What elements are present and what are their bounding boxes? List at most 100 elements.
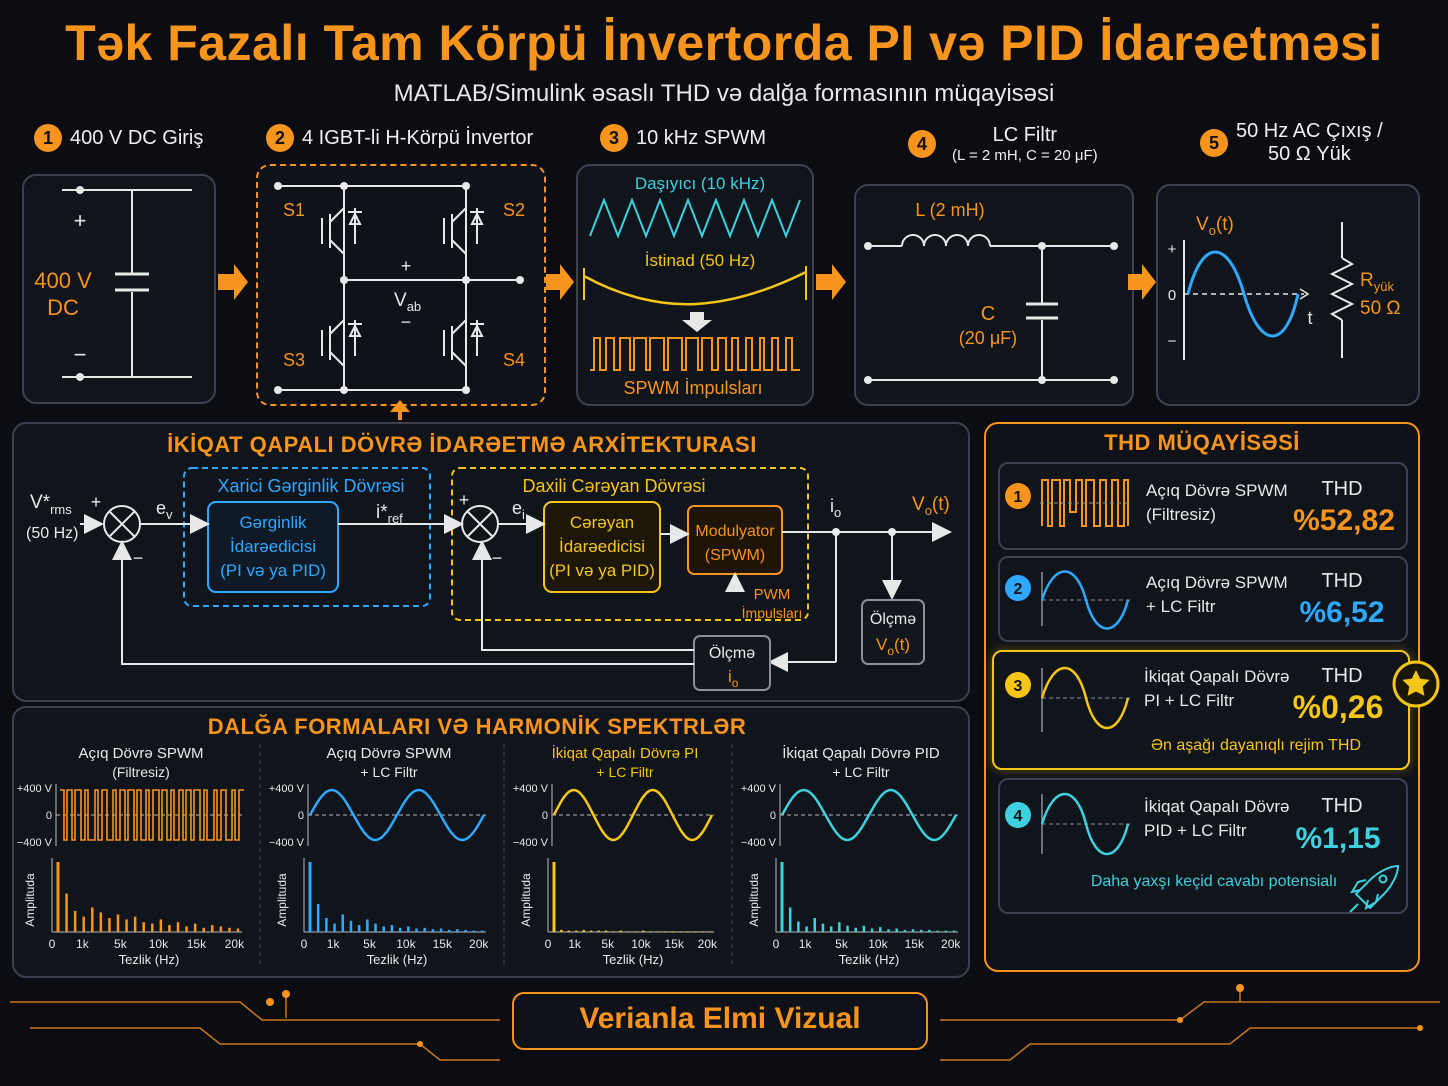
thd-card-1-number: 1 bbox=[1014, 489, 1023, 506]
outer-loop-label: Xarici Gərginlik Dövrəsi bbox=[217, 476, 404, 496]
sine-waveform bbox=[308, 788, 486, 842]
switch-label-s1: S1 bbox=[283, 200, 305, 220]
output-panel bbox=[1156, 184, 1420, 406]
inner-loop-label: Daxili Cərəyan Dövrəsi bbox=[522, 476, 705, 496]
x-tick-label: 20k bbox=[225, 937, 245, 951]
vab-plus: + bbox=[401, 256, 412, 276]
thd-card-2-line-1: Açıq Dövrə SPWM bbox=[1146, 573, 1288, 592]
dc-minus: − bbox=[74, 342, 87, 367]
spwm-pulses-label: SPWM İmpulsları bbox=[623, 378, 762, 398]
vref-frequency: (50 Hz) bbox=[26, 525, 78, 542]
dc-plus: + bbox=[74, 208, 87, 233]
step-label: 50 Hz AC Çıxış / bbox=[1236, 120, 1383, 142]
inner-loop-box bbox=[451, 467, 809, 621]
current-controller-line-1: Cərəyan bbox=[570, 513, 634, 532]
voltage-controller-block bbox=[207, 501, 339, 593]
reference-wave bbox=[583, 270, 807, 306]
igbt-s3 bbox=[321, 319, 362, 367]
voltage-measurement-label: Ölçmə bbox=[870, 610, 916, 628]
outer-loop-box bbox=[183, 467, 431, 607]
igbt-s4 bbox=[443, 319, 484, 367]
thd-card-3-label: THD bbox=[1321, 665, 1362, 687]
thd-card-3-note: Ən aşağı dayanıqlı rejim THD bbox=[1151, 737, 1361, 754]
y-tick-zero: 0 bbox=[770, 810, 776, 822]
output-vo-label: Vo(t) bbox=[1196, 214, 1234, 238]
voltage-controller-line-1: Gərginlik bbox=[239, 513, 307, 532]
step-number: 2 bbox=[266, 124, 294, 152]
flow-arrows bbox=[218, 264, 1156, 420]
y-tick-top: +400 V bbox=[513, 783, 549, 795]
thd-card-2-line-2: + LC Filtr bbox=[1146, 597, 1216, 616]
rocket-icon bbox=[1349, 864, 1400, 913]
output-zero: 0 bbox=[1168, 287, 1176, 304]
thd-card-1-line-2: (Filtresiz) bbox=[1146, 505, 1216, 524]
arrow-icon bbox=[1128, 264, 1156, 300]
step-label-2: 50 Ω Yük bbox=[1267, 143, 1351, 165]
vab-label: Vab bbox=[394, 290, 421, 314]
page-subtitle: MATLAB/Simulink əsaslı THD və dalğa form… bbox=[393, 80, 1055, 107]
y-tick-zero: 0 bbox=[46, 810, 52, 822]
switch-label-s4: S4 bbox=[503, 350, 525, 370]
amplitude-axis-label: Amplituda bbox=[275, 873, 289, 927]
thd-card-2-badge bbox=[1005, 575, 1031, 601]
x-tick-label: 20k bbox=[941, 937, 961, 951]
modulator-line-2: (SPWM) bbox=[705, 547, 765, 564]
arrow-icon bbox=[816, 264, 846, 300]
arrow-down-icon bbox=[682, 312, 712, 332]
reference-label: İstinad (50 Hz) bbox=[645, 251, 756, 270]
thd-card-4-value: %1,15 bbox=[1295, 822, 1380, 855]
voltage-controller-line-2: İdarəedicisi bbox=[230, 537, 316, 556]
inductor-icon bbox=[901, 234, 991, 247]
step-number: 1 bbox=[34, 124, 62, 152]
capacitor-value: (20 μF) bbox=[959, 328, 1017, 348]
pwm-label-line-2: İmpulsları bbox=[742, 604, 803, 621]
voltage-controller-line-3: (PI və ya PID) bbox=[220, 561, 326, 580]
hbridge-panel bbox=[256, 164, 546, 406]
dc-value: 400 V bbox=[34, 268, 92, 293]
thd-card-2-value: %6,52 bbox=[1299, 596, 1384, 629]
thd-card-4-badge bbox=[1005, 802, 1031, 828]
dc-unit: DC bbox=[47, 295, 79, 320]
carrier-wave bbox=[589, 197, 801, 239]
pwm-label-line-1: PWM bbox=[754, 586, 791, 603]
step-label: 400 V DC Giriş bbox=[70, 126, 204, 149]
outer-minus: − bbox=[133, 548, 144, 568]
x-axis-label: Tezlik (Hz) bbox=[603, 952, 664, 967]
thd-card-1-pwm-icon bbox=[1041, 479, 1129, 527]
x-tick-label: 5k bbox=[363, 937, 377, 951]
sine-waveform bbox=[552, 788, 714, 842]
igbt-s1 bbox=[321, 207, 362, 255]
arrow-icon bbox=[218, 264, 248, 300]
dc-node-top bbox=[76, 186, 84, 194]
switch-label-s2: S2 bbox=[503, 200, 525, 220]
x-axis-label: Tezlik (Hz) bbox=[119, 952, 180, 967]
x-tick-label: 1k bbox=[327, 937, 341, 951]
x-tick-label: 0 bbox=[545, 937, 552, 951]
footer-label: Verianla Elmi Vizual bbox=[579, 1002, 861, 1035]
x-axis-label: Tezlik (Hz) bbox=[367, 952, 428, 967]
waveform-panel-subtitle: + LC Filtr bbox=[832, 764, 890, 780]
x-tick-label: 5k bbox=[114, 937, 128, 951]
current-controller-block bbox=[543, 501, 661, 593]
waveform-panel-subtitle: + LC Filtr bbox=[360, 764, 418, 780]
thd-card-4-note: Daha yaxşı keçid cavabı potensialı bbox=[1091, 873, 1337, 890]
step-sublabel: (L = 2 mH, C = 20 μF) bbox=[952, 147, 1098, 164]
step-1-header: 1 400 V DC Giriş bbox=[34, 124, 203, 152]
output-minus: − bbox=[1168, 333, 1177, 350]
waveform-panel-title: Açıq Dövrə SPWM bbox=[78, 745, 203, 762]
voltage-measurement-signal: Vo(t) bbox=[876, 635, 910, 658]
thd-card-2-label: THD bbox=[1321, 570, 1362, 592]
hbridge-circuit bbox=[278, 185, 520, 391]
x-tick-label: 10k bbox=[149, 937, 169, 951]
current-measurement-label: Ölçmə bbox=[709, 644, 755, 662]
output-plus: + bbox=[1168, 241, 1177, 258]
voltage-measurement-block bbox=[861, 599, 925, 665]
lc-filter-panel bbox=[854, 184, 1134, 406]
thd-card-3-number: 3 bbox=[1014, 678, 1023, 695]
step-number: 3 bbox=[600, 124, 628, 152]
x-tick-label: 1k bbox=[799, 937, 813, 951]
thd-card-3-sine-icon bbox=[1040, 666, 1130, 730]
step-4-header: 4 LC Filtr (L = 2 mH, C = 20 μF) bbox=[908, 124, 1098, 164]
step-label: LC Filtr bbox=[992, 124, 1058, 146]
x-tick-label: 5k bbox=[835, 937, 849, 951]
